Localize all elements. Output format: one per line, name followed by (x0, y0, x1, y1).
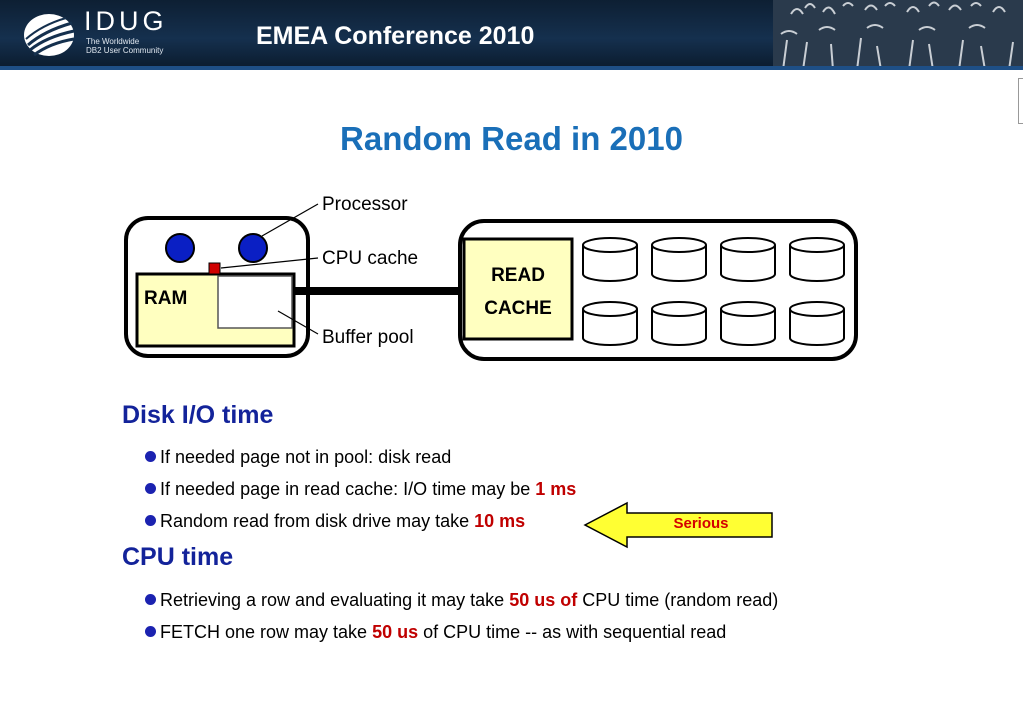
disk-icon (789, 237, 845, 282)
buffer-pool-box (217, 275, 293, 329)
bullet-text: Retrieving a row and evaluating it may t… (160, 590, 510, 610)
disk-icon (651, 237, 707, 282)
bullet-text: If needed page in read cache: I/O time m… (160, 479, 536, 499)
slide-title: Random Read in 2010 (340, 120, 683, 157)
cpu-cache-box (208, 262, 221, 275)
logo-tagline: The Worldwide DB2 User Community (86, 37, 176, 55)
bullet-tail: of CPU time -- as with sequential read (418, 622, 727, 642)
disk-icon (720, 301, 776, 346)
bullet-dot-icon (145, 626, 156, 637)
disk-icon (720, 237, 776, 282)
read-cache-box (462, 237, 574, 341)
idug-logo-icon (24, 14, 75, 57)
serious-callout: Serious (673, 515, 729, 532)
logo-tagline-line2: DB2 User Community (86, 46, 164, 55)
bullet-highlight: 50 us of (509, 590, 578, 610)
disk-icon (582, 237, 638, 282)
disk-icon (789, 301, 845, 346)
read-cache-label-line1: READ (491, 265, 545, 286)
logo-tagline-line1: The Worldwide (86, 37, 140, 46)
bullet-highlight: 1 ms (535, 479, 577, 499)
crowd-silhouette-icon (773, 0, 1023, 70)
bullet-text: Random read from disk drive may take (160, 511, 475, 531)
header-banner: IDUG The Worldwide DB2 User Community EM… (0, 0, 1023, 70)
processor-label: Processor (322, 194, 408, 215)
processor-icon (165, 233, 195, 263)
connection-link (294, 287, 462, 295)
bullet-text: FETCH one row may take (160, 622, 373, 642)
bullet-dot-icon (145, 594, 156, 605)
buffer-pool-label: Buffer pool (322, 327, 414, 348)
arrow-left-icon (583, 501, 773, 549)
disk-io-bullet-2: If needed page in read cache: I/O time m… (145, 479, 576, 500)
disk-io-bullet-1: If needed page not in pool: disk read (145, 447, 451, 468)
bullet-text: If needed page not in pool: disk read (160, 447, 452, 467)
bullet-highlight: 50 us (372, 622, 419, 642)
disk-icon (651, 301, 707, 346)
conference-title: EMEA Conference 2010 (256, 22, 535, 50)
page-edge-tab (1018, 78, 1023, 124)
read-cache-label-line2: CACHE (484, 298, 552, 319)
bullet-dot-icon (145, 515, 156, 526)
disk-io-heading: Disk I/O time (122, 401, 274, 429)
bullet-dot-icon (145, 483, 156, 494)
disk-io-bullet-3: Random read from disk drive may take 10 … (145, 511, 525, 532)
cpu-bullet-2: FETCH one row may take 50 us of CPU time… (145, 622, 726, 643)
ram-label: RAM (144, 288, 187, 309)
disk-grid (582, 237, 845, 346)
cpu-bullet-1: Retrieving a row and evaluating it may t… (145, 590, 778, 611)
cpu-heading: CPU time (122, 543, 234, 571)
buffer-pool-callout-line (277, 310, 319, 335)
bullet-dot-icon (145, 451, 156, 462)
cpu-cache-label: CPU cache (322, 248, 418, 269)
bullet-highlight: 10 ms (474, 511, 526, 531)
processor-callout-line (261, 203, 319, 237)
architecture-diagram: RAM Processor CPU cache Buffer pool READ… (124, 194, 858, 361)
cpu-cache-callout-line (220, 257, 319, 269)
logo-name: IDUG (84, 6, 168, 36)
bullet-tail: CPU time (random read) (577, 590, 779, 610)
banner-edge (0, 66, 1023, 70)
processor-icon (238, 233, 268, 263)
disk-icon (582, 301, 638, 346)
